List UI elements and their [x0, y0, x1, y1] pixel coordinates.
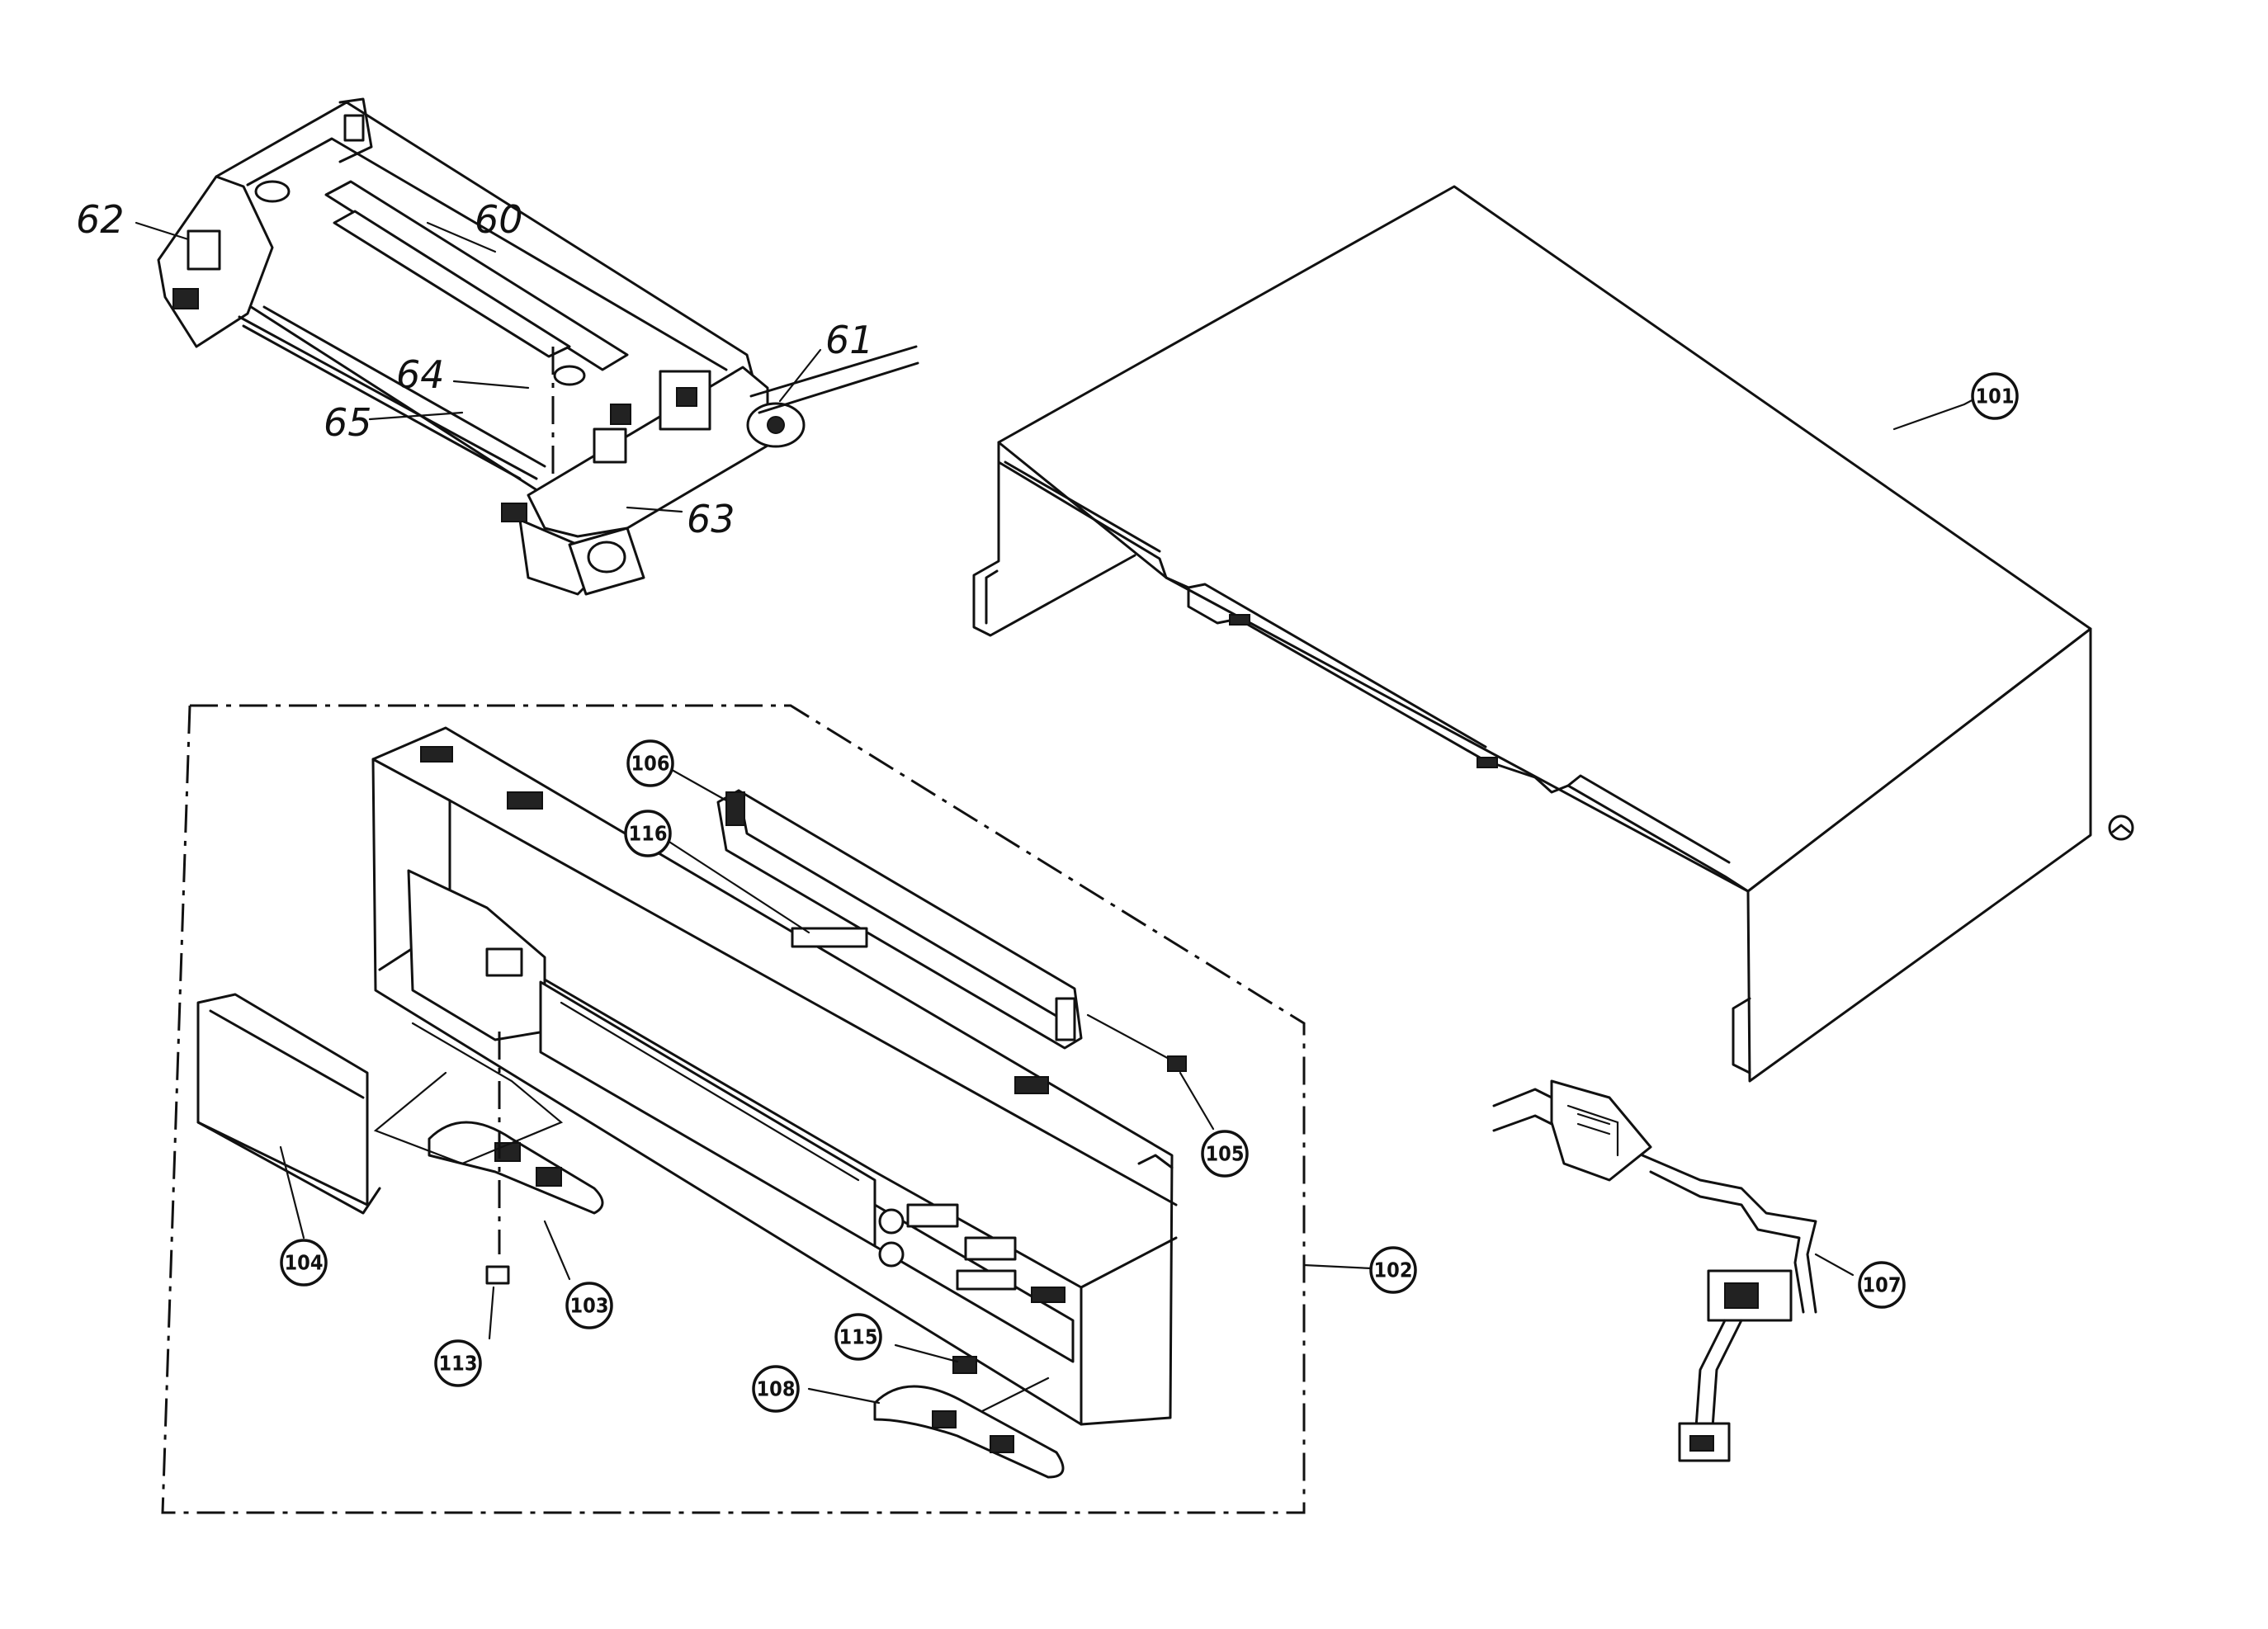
mechanism-chassis-drawing [135, 97, 919, 596]
svg-text:104: 104 [285, 1251, 324, 1275]
svg-text:115: 115 [839, 1325, 878, 1349]
label-62: 62 [76, 197, 125, 242]
label-61: 61 [825, 318, 874, 362]
callout-104: 104 [280, 1239, 328, 1287]
label-65: 65 [324, 400, 372, 445]
callout-108: 108 [752, 1365, 800, 1413]
callout-106: 106 [626, 739, 674, 787]
handwritten-labels: 60 61 62 63 64 65 [76, 197, 874, 541]
svg-text:102: 102 [1374, 1258, 1413, 1282]
svg-text:105: 105 [1206, 1142, 1245, 1166]
svg-text:103: 103 [570, 1294, 609, 1318]
callout-101: 101 [1971, 372, 2019, 420]
callout-107: 107 [1858, 1261, 1906, 1309]
svg-text:113: 113 [439, 1352, 478, 1376]
callout-102: 102 [1369, 1246, 1417, 1294]
label-60: 60 [475, 197, 523, 242]
svg-text:116: 116 [629, 822, 668, 846]
callout-113: 113 [434, 1339, 482, 1387]
front-panel-group-drawing [161, 704, 1373, 1514]
svg-text:108: 108 [757, 1377, 796, 1401]
callout-105: 105 [1201, 1130, 1249, 1178]
svg-text:101: 101 [1976, 385, 2015, 408]
top-cabinet-drawing [972, 185, 2134, 1083]
callout-115: 115 [834, 1313, 882, 1361]
circled-callouts: 101 102 103 104 105 106 107 108 [280, 372, 2019, 1413]
callout-103: 103 [565, 1282, 613, 1329]
label-63: 63 [687, 497, 735, 541]
svg-text:106: 106 [631, 752, 670, 776]
callout-116: 116 [624, 810, 672, 857]
svg-text:107: 107 [1863, 1273, 1902, 1297]
power-cord-drawing [1492, 1079, 1855, 1462]
label-64: 64 [396, 352, 445, 397]
